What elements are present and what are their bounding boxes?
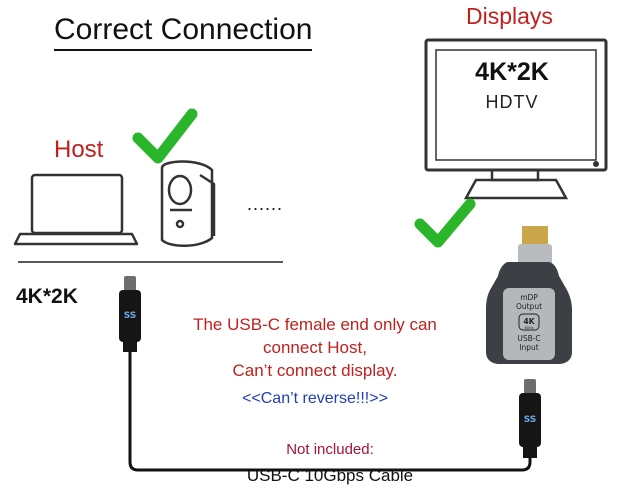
warning-line-1: The USB-C female end only can <box>193 315 437 334</box>
adapter-top-label-2: Output <box>516 302 542 311</box>
adapter-badge-1: 4K <box>523 317 535 326</box>
host-label: Host <box>54 136 104 163</box>
hdtv-resolution: 4K*2K <box>475 58 549 86</box>
usb-c-to-mdp-adapter: mDP Output 4K 60Hz USB-C Input <box>486 262 572 364</box>
usb-c-plug-right: SS <box>519 379 541 458</box>
warning-line-3: Can’t connect display. <box>232 361 398 380</box>
adapter-bottom-label-2: Input <box>519 343 538 352</box>
warning-line-2: connect Host, <box>263 338 367 357</box>
usb-c-cable <box>128 352 532 472</box>
laptop-icon <box>13 173 139 246</box>
page-title: Correct Connection <box>54 12 313 51</box>
mdp-plug <box>518 226 552 266</box>
warning-line-4: <<Can’t reverse!!!>> <box>242 390 388 407</box>
adapter-badge-2: 60Hz <box>525 326 534 330</box>
not-included-label: Not included: <box>286 441 374 458</box>
displays-label: Displays <box>466 3 553 29</box>
adapter-bottom-label-1: USB-C <box>517 334 540 343</box>
adapter-top-label-1: mDP <box>520 293 538 302</box>
hdtv-label: HDTV <box>485 92 539 112</box>
cable-resolution: 4K*2K <box>16 285 78 308</box>
display-check-icon <box>414 198 476 248</box>
desktop-computer-icon <box>160 160 216 247</box>
hdtv-monitor-icon <box>424 38 608 200</box>
svg-text:SS: SS <box>124 311 137 321</box>
more-devices-ellipsis: ...... <box>247 194 284 214</box>
host-check-icon <box>132 108 198 164</box>
cable-description: USB-C 10Gbps Cable <box>246 466 414 485</box>
usb-c-plug-left-top: SS <box>119 276 141 352</box>
svg-text:SS: SS <box>524 415 537 425</box>
